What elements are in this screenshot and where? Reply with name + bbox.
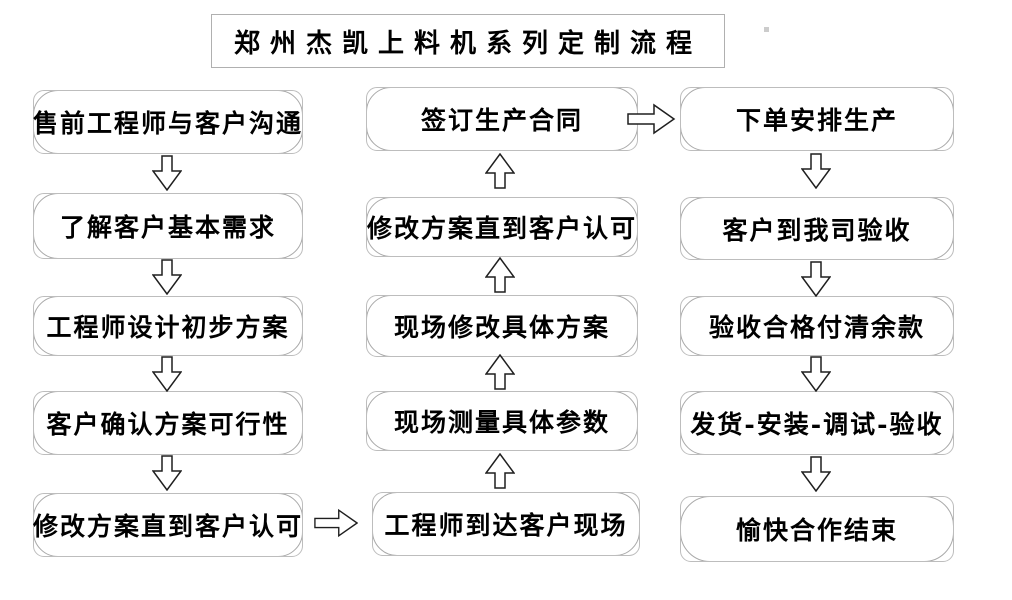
arrow-right-icon [314, 508, 358, 538]
arrow-up-icon [485, 453, 515, 489]
arrow-down-icon [152, 155, 182, 191]
flow-node-presales-communication: 售前工程师与客户沟通 [33, 90, 303, 154]
arrow-up-icon [485, 354, 515, 390]
arrow-down-icon [152, 259, 182, 295]
flow-node-pay-balance: 验收合格付清余款 [680, 296, 954, 356]
flow-node-happy-cooperation-end: 愉快合作结束 [680, 496, 954, 562]
flow-node-sign-contract: 签订生产合同 [366, 87, 638, 151]
flow-node-customer-acceptance: 客户到我司验收 [680, 197, 954, 260]
flow-node-revise-until-approved-2: 修改方案直到客户认可 [366, 197, 638, 257]
flow-node-revise-until-approved-1: 修改方案直到客户认可 [33, 493, 303, 557]
flow-node-place-order-production: 下单安排生产 [680, 87, 954, 151]
flowchart-title: 郑州杰凯上料机系列定制流程 [211, 14, 725, 68]
flow-node-ship-install-debug-accept: 发货-安装-调试-验收 [680, 391, 954, 455]
flow-node-onsite-measure-params: 现场测量具体参数 [366, 391, 638, 451]
arrow-down-icon [801, 261, 831, 297]
arrow-down-icon [152, 455, 182, 491]
arrow-down-icon [801, 356, 831, 392]
arrow-up-icon [485, 257, 515, 293]
arrow-down-icon [801, 153, 831, 189]
arrow-down-icon [152, 356, 182, 392]
stray-dot [764, 27, 769, 32]
arrow-down-icon [801, 456, 831, 492]
flow-node-onsite-modify-plan: 现场修改具体方案 [366, 295, 638, 357]
flow-node-engineer-arrive-site: 工程师到达客户现场 [372, 492, 640, 556]
flow-node-engineer-design: 工程师设计初步方案 [33, 296, 303, 356]
flow-node-understand-needs: 了解客户基本需求 [33, 193, 303, 259]
arrow-up-icon [485, 153, 515, 189]
arrow-right-icon [626, 103, 676, 135]
flow-node-customer-confirm: 客户确认方案可行性 [33, 391, 303, 455]
